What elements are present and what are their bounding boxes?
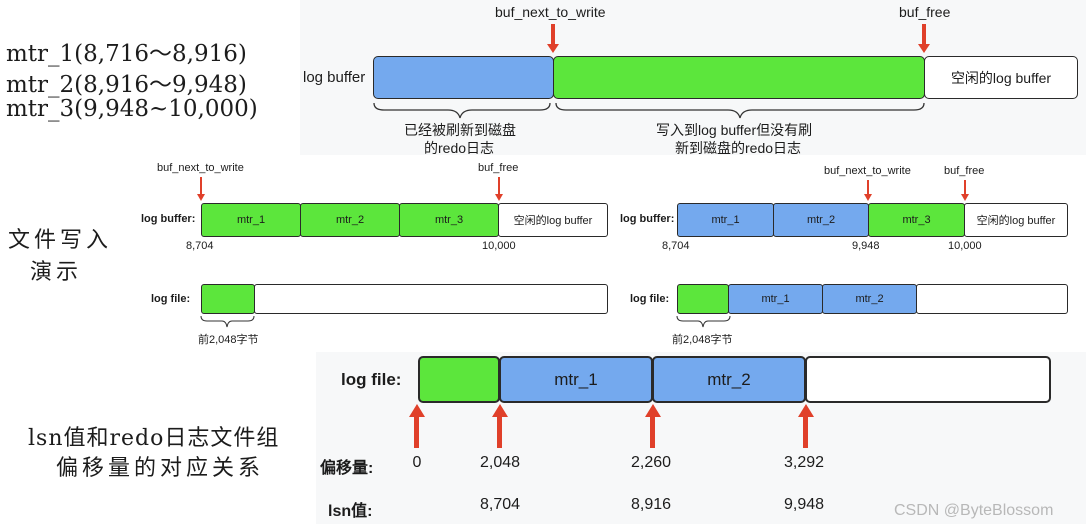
demo-title-line-1: 文件写入 (8, 228, 113, 253)
demo-right-seg-1: mtr_1 (677, 203, 774, 237)
demo-left-start: 8,704 (186, 240, 214, 252)
offset-arrow-2 (650, 416, 655, 448)
offset-arrow-3 (803, 416, 808, 448)
top-buf-next-arrow (551, 24, 555, 46)
demo-left-buf-free-label: buf_free (478, 162, 519, 174)
offset-arrow-0 (414, 416, 419, 448)
offset-value-1: 2,048 (479, 454, 521, 471)
demo-left-note: 前2,048字节 (198, 334, 259, 346)
bottom-file-seg-2: mtr_2 (652, 356, 806, 403)
demo-left-end: 10,000 (482, 240, 516, 252)
top-unflushed-segment (553, 56, 925, 99)
lsn-title-line-2: 偏移量的对应关系 (56, 456, 265, 481)
demo-left-log-buffer-label: log buffer: (141, 213, 196, 225)
demo-right-log-buffer-label: log buffer: (620, 213, 675, 225)
demo-right-log-file-label: log file: (630, 293, 670, 305)
top-flushed-note-1: 已经被刷新到磁盘 (404, 122, 516, 138)
bottom-file-seg-1: mtr_1 (499, 356, 653, 403)
bottom-log-file-label: log file: (341, 370, 402, 389)
demo-right-note-bracket (676, 315, 731, 328)
lsn-value-1: 8,704 (479, 496, 521, 513)
bottom-offset-label: 偏移量: (320, 460, 374, 477)
mtr-line-1: mtr_1(8,716～8,916) (6, 41, 247, 67)
demo-right-mid: 9,948 (852, 240, 880, 252)
demo-right-seg-3: mtr_3 (868, 203, 965, 237)
demo-right-file-written (677, 284, 729, 314)
demo-right-file-seg-1-label: mtr_1 (761, 293, 790, 305)
demo-title-line-2: 演示 (30, 260, 83, 285)
top-unflushed-note-2: 新到磁盘的redo日志 (675, 140, 802, 156)
demo-right-file-seg-2-label: mtr_2 (855, 293, 884, 305)
bottom-lsn-label: lsn值: (328, 503, 373, 520)
demo-left-seg-3-label: mtr_3 (434, 214, 464, 226)
demo-left-file-written (201, 284, 255, 314)
demo-right-start: 8,704 (662, 240, 690, 252)
demo-left-seg-1-label: mtr_1 (236, 214, 266, 226)
top-buf-next-label: buf_next_to_write (495, 4, 606, 20)
top-flushed-segment (373, 56, 554, 99)
demo-left-file-empty (254, 284, 608, 314)
bottom-file-written (418, 356, 500, 403)
mtr-line-2: mtr_2(8,916～9,948) (6, 72, 247, 98)
top-buf-free-arrow (922, 24, 926, 46)
top-brackets (373, 102, 925, 119)
demo-left-free-label: 空闲的log buffer (513, 215, 593, 227)
bottom-file-seg-1-label: mtr_1 (554, 369, 598, 389)
demo-left-seg-3: mtr_3 (399, 203, 499, 237)
lsn-title-line-1: lsn值和redo日志文件组 (28, 426, 280, 451)
demo-right-file-seg-2: mtr_2 (822, 284, 917, 314)
demo-right-file-seg-1: mtr_1 (728, 284, 823, 314)
demo-left-seg-2-label: mtr_2 (335, 214, 365, 226)
demo-right-buf-next-label: buf_next_to_write (824, 165, 911, 177)
top-free-segment: 空闲的log buffer (924, 56, 1078, 99)
offset-value-0: 0 (412, 454, 422, 471)
bottom-file-empty (805, 356, 1051, 403)
top-free-label: 空闲的log buffer (950, 69, 1052, 86)
demo-left-free: 空闲的log buffer (498, 203, 608, 237)
demo-right-note: 前2,048字节 (672, 334, 733, 346)
demo-right-buf-free-arrow (964, 180, 966, 195)
top-flushed-note-2: 的redo日志 (424, 140, 495, 156)
offset-arrow-1 (497, 416, 502, 448)
demo-right-file-empty (916, 284, 1068, 314)
offset-value-3: 3,292 (783, 454, 825, 471)
mtr-line-3: mtr_3(9,948~10,000) (6, 96, 258, 122)
demo-right-seg-1-label: mtr_1 (711, 214, 740, 226)
demo-left-buf-next-arrow (200, 177, 202, 195)
demo-right-buf-free-label: buf_free (944, 165, 985, 177)
demo-right-free-label: 空闲的log buffer (976, 215, 1056, 227)
demo-right-free: 空闲的log buffer (964, 203, 1068, 237)
demo-left-seg-1: mtr_1 (201, 203, 301, 237)
lsn-value-2: 8,916 (630, 496, 672, 513)
demo-right-seg-2: mtr_2 (773, 203, 869, 237)
demo-left-note-bracket (200, 315, 255, 328)
demo-right-seg-3-label: mtr_3 (902, 214, 931, 226)
demo-left-seg-2: mtr_2 (300, 203, 400, 237)
demo-right-end: 10,000 (948, 240, 982, 252)
top-buf-free-label: buf_free (899, 4, 951, 20)
offset-value-2: 2,260 (630, 454, 672, 471)
demo-left-buf-free-arrow (498, 177, 500, 195)
demo-left-buf-next-label: buf_next_to_write (157, 162, 244, 174)
bottom-file-seg-2-label: mtr_2 (707, 369, 751, 389)
top-log-buffer-label: log buffer (303, 69, 366, 86)
lsn-value-3: 9,948 (783, 496, 825, 513)
demo-right-buf-next-arrow (867, 180, 869, 195)
demo-right-seg-2-label: mtr_2 (806, 214, 836, 226)
watermark: CSDN @ByteBlossom (894, 502, 1054, 519)
demo-left-panel (140, 158, 612, 348)
top-unflushed-note-1: 写入到log buffer但没有刷 (656, 122, 813, 138)
demo-left-log-file-label: log file: (151, 293, 191, 305)
